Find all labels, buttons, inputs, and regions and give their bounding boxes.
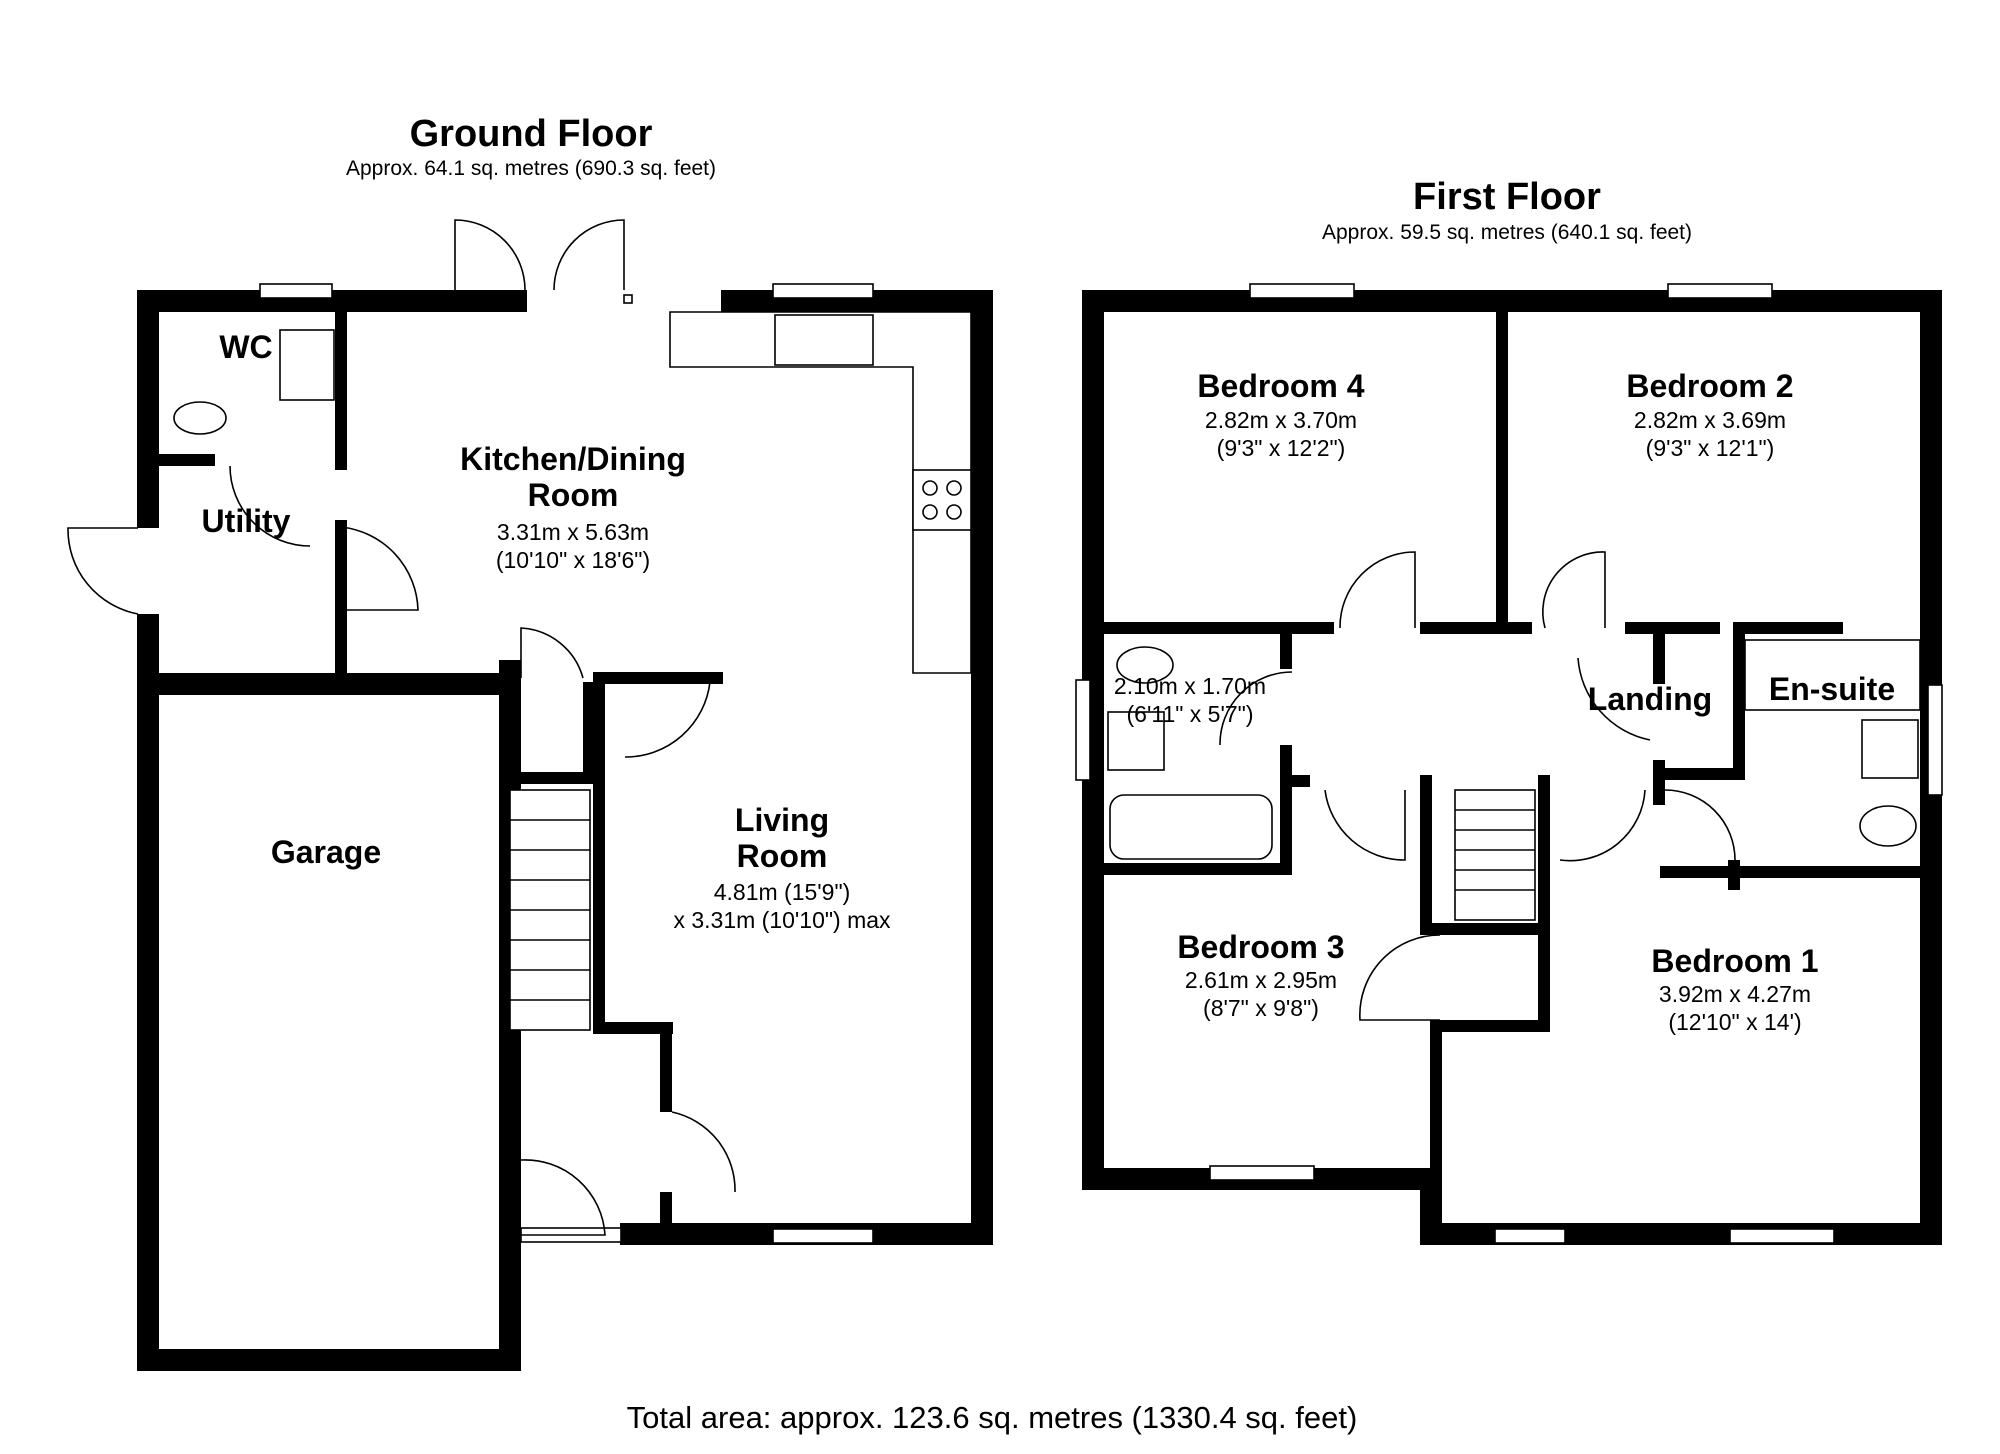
room-name-bedroom4: Bedroom 4 <box>1197 368 1364 404</box>
room-name-kitchen-line1: Kitchen/Dining <box>460 441 686 477</box>
room-name-garage: Garage <box>271 834 381 870</box>
ground-floor-doors <box>67 219 736 1367</box>
room-name-bedroom3: Bedroom 3 <box>1177 929 1344 965</box>
room-name-living-line2: Room <box>737 838 828 874</box>
ground-floor-fixtures <box>173 311 972 1031</box>
first-floor-area: Approx. 59.5 sq. metres (640.1 sq. feet) <box>1322 221 1692 244</box>
bath-icon <box>1109 794 1273 860</box>
first-floor-plan: First Floor Approx. 59.5 sq. metres (640… <box>1075 176 1943 1245</box>
ground-floor-plan: Ground Floor Approx. 64.1 sq. metres (69… <box>67 113 993 1371</box>
room-name-wc: WC <box>219 329 272 365</box>
room-name-utility: Utility <box>202 503 291 539</box>
total-area: Total area: approx. 123.6 sq. metres (13… <box>627 1400 1358 1435</box>
room-dims-living-line2: x 3.31m (10'10") max <box>673 907 891 933</box>
room-dims-bedroom4-imperial: (9'3" x 12'2") <box>1217 435 1346 461</box>
room-dims-bedroom3-metric: 2.61m x 2.95m <box>1185 967 1337 993</box>
room-dims-kitchen-metric: 3.31m x 5.63m <box>497 519 649 545</box>
room-dims-bathroom-metric: 2.10m x 1.70m <box>1114 673 1266 699</box>
kitchen-sink-icon <box>774 314 874 366</box>
room-name-living-line1: Living <box>735 802 829 838</box>
room-dims-kitchen-imperial: (10'10" x 18'6") <box>496 547 650 573</box>
room-dims-living-line1: 4.81m (15'9") <box>714 879 851 905</box>
room-dims-bedroom2-imperial: (9'3" x 12'1") <box>1646 435 1775 461</box>
room-dims-bedroom1-metric: 3.92m x 4.27m <box>1659 981 1811 1007</box>
room-dims-bedroom4-metric: 2.82m x 3.70m <box>1205 407 1357 433</box>
first-floor-fixtures <box>1107 639 1921 921</box>
room-name-landing: Landing <box>1588 681 1712 717</box>
room-name-bedroom2: Bedroom 2 <box>1626 368 1793 404</box>
ground-floor-title: Ground Floor <box>410 113 653 155</box>
hob-icon <box>912 469 972 531</box>
first-floor-walls <box>1075 283 1943 1245</box>
room-dims-bedroom1-imperial: (12'10" x 14') <box>1668 1009 1801 1035</box>
room-dims-bedroom3-imperial: (8'7" x 9'8") <box>1203 995 1319 1021</box>
toilet-icon <box>1116 646 1174 684</box>
toilet-icon <box>173 401 227 435</box>
toilet-icon <box>1859 805 1917 847</box>
basin-icon <box>1861 719 1919 779</box>
basin-icon <box>1107 711 1165 771</box>
first-floor-title: First Floor <box>1413 176 1601 218</box>
room-name-bedroom1: Bedroom 1 <box>1651 943 1818 979</box>
room-dims-bathroom-imperial: (6'11" x 5'7") <box>1127 701 1254 727</box>
shower-tray-icon <box>1744 639 1921 711</box>
ground-floor-area: Approx. 64.1 sq. metres (690.3 sq. feet) <box>346 157 716 180</box>
room-name-ensuite: En-suite <box>1769 671 1895 707</box>
wc-basin-icon <box>279 329 335 401</box>
stairs-icon <box>1454 789 1536 921</box>
room-dims-bedroom2-metric: 2.82m x 3.69m <box>1634 407 1786 433</box>
room-name-kitchen-line2: Room <box>528 477 619 513</box>
first-floor-doors <box>1219 551 1736 1021</box>
